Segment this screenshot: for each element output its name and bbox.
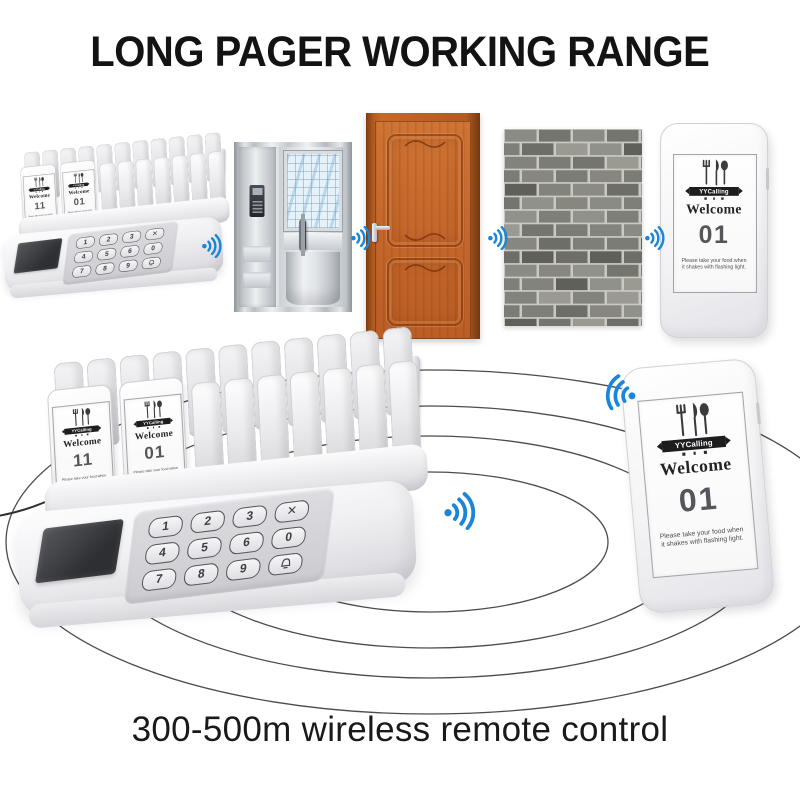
- bell-icon: [148, 260, 154, 266]
- pager-dock: YYCalling Welcome 11 Please take your fo…: [18, 132, 231, 247]
- docked-pager-front: YYCalling Welcome 11 Please take your fo…: [46, 383, 118, 517]
- wifi-signal-icon: [439, 490, 491, 532]
- wifi-signal-icon: [643, 226, 674, 251]
- base-station-small: YYCalling Welcome 11 Please take your fo…: [2, 132, 231, 293]
- wifi-signal-icon: [349, 226, 380, 251]
- bell-icon: [280, 558, 290, 569]
- pager-label-plate: YYCalling Welcome 01 Please take your fo…: [123, 393, 187, 496]
- welcome-label: Welcome: [659, 453, 733, 480]
- door-intercom: [249, 185, 265, 218]
- range-caption: 300-500m wireless remote control: [131, 710, 669, 749]
- docked-pager-front: YYCalling Welcome 01 Please take your fo…: [118, 376, 190, 509]
- utensils-icon: [71, 172, 85, 184]
- brand-banner: YYCalling: [685, 187, 743, 196]
- call-key: [141, 256, 162, 270]
- wifi-signal-icon: [200, 234, 231, 259]
- call-key: [267, 551, 304, 577]
- keypad-key: 2: [189, 509, 226, 535]
- carving-ornament-icon: [404, 140, 446, 148]
- door-glass-window: [282, 150, 344, 232]
- steel-security-door: [234, 142, 352, 312]
- guest-pager: YYCalling Welcome 01 Please take your fo…: [619, 357, 776, 615]
- door-panel: [387, 258, 463, 326]
- base-station-large: YYCalling Welcome 11 Please take your fo…: [14, 326, 429, 618]
- banner-dots: [704, 197, 724, 200]
- pager-number: 01: [73, 195, 86, 208]
- pager-label-plate: YYCalling Welcome 01 Please take your fo…: [637, 391, 759, 579]
- door-panel: [387, 134, 463, 248]
- pager-label-plate: YYCalling Welcome 01 Please take your fo…: [673, 154, 757, 293]
- wifi-signal-icon: [589, 370, 643, 416]
- utensils-icon: [68, 406, 93, 428]
- pager-label-plate: YYCalling Welcome 11 Please take your fo…: [51, 401, 115, 503]
- carving-ornament-icon: [404, 264, 446, 273]
- pager-number: 01: [698, 220, 730, 249]
- pager-label: YYCalling Welcome 01 Please take your fo…: [125, 395, 185, 493]
- pager-label: YYCalling Welcome 01 Please take your fo…: [638, 393, 756, 574]
- keypad-key: ✕: [273, 499, 311, 524]
- carving-ornament-icon: [404, 233, 446, 241]
- welcome-label: Welcome: [62, 434, 102, 450]
- keypad-key: 8: [94, 261, 116, 276]
- door-handle: [299, 214, 307, 256]
- utensils-icon: [32, 176, 46, 188]
- keypad-key: 3: [231, 504, 269, 529]
- keypad-key: 0: [142, 241, 164, 256]
- keypad-key: 3: [121, 230, 142, 244]
- pager-number: 01: [677, 479, 720, 519]
- pager-number: 11: [72, 448, 94, 471]
- pager-label-plate: YYCalling Welcome 01 Please take your fo…: [62, 169, 97, 226]
- door-handle: [372, 223, 390, 243]
- brick-wall: [504, 129, 642, 326]
- pager-label-plate: YYCalling Welcome 11 Please take your fo…: [22, 173, 58, 230]
- welcome-label: Welcome: [28, 191, 51, 200]
- pager-number: 01: [143, 441, 166, 463]
- welcome-label: Welcome: [68, 187, 90, 196]
- utensils-icon: [140, 398, 165, 420]
- lcd-screen: [13, 238, 63, 274]
- welcome-label: Welcome: [686, 201, 742, 217]
- utensils-icon: [668, 399, 716, 440]
- pager-label: YYCalling Welcome 01 Please take your fo…: [63, 170, 96, 224]
- lcd-screen: [34, 518, 124, 584]
- pager-dock: YYCalling Welcome 11 Please take your fo…: [43, 326, 429, 534]
- keypad-key: 5: [186, 535, 223, 561]
- keypad-key: 8: [182, 562, 220, 587]
- keypad-key: 1: [75, 235, 96, 250]
- keypad-key: 6: [228, 530, 265, 556]
- keypad-key: 4: [73, 250, 94, 264]
- keypad-key: 9: [118, 259, 139, 273]
- page-title: LONG PAGER WORKING RANGE: [90, 28, 710, 76]
- pager-label: YYCalling Welcome 11 Please take your fo…: [23, 174, 56, 228]
- guest-pager: YYCalling Welcome 01 Please take your fo…: [660, 123, 769, 338]
- keypad-key: 7: [140, 567, 178, 592]
- pager-label: YYCalling Welcome 01 Please take your fo…: [674, 155, 754, 289]
- welcome-label: Welcome: [134, 427, 174, 442]
- keypad-key: 2: [98, 232, 119, 247]
- utensils-icon: [696, 158, 731, 187]
- keypad-key: 7: [71, 264, 92, 279]
- keypad-key: 1: [147, 514, 184, 540]
- pager-label: YYCalling Welcome 11 Please take your fo…: [53, 402, 113, 500]
- wifi-signal-icon: [486, 226, 517, 251]
- keypad-key: ✕: [144, 227, 165, 241]
- docked-pager-front: YYCalling Welcome 11 Please take your fo…: [20, 163, 59, 237]
- docked-pager-front: YYCalling Welcome 01 Please take your fo…: [59, 159, 99, 233]
- keypad-key: 9: [225, 557, 262, 582]
- pager-number: 11: [34, 199, 46, 212]
- keypad-key: 0: [270, 525, 307, 551]
- keypad-key: 6: [119, 244, 140, 259]
- keypad-key: 4: [144, 541, 181, 566]
- keypad-key: 5: [96, 247, 117, 261]
- wooden-door: [366, 113, 480, 339]
